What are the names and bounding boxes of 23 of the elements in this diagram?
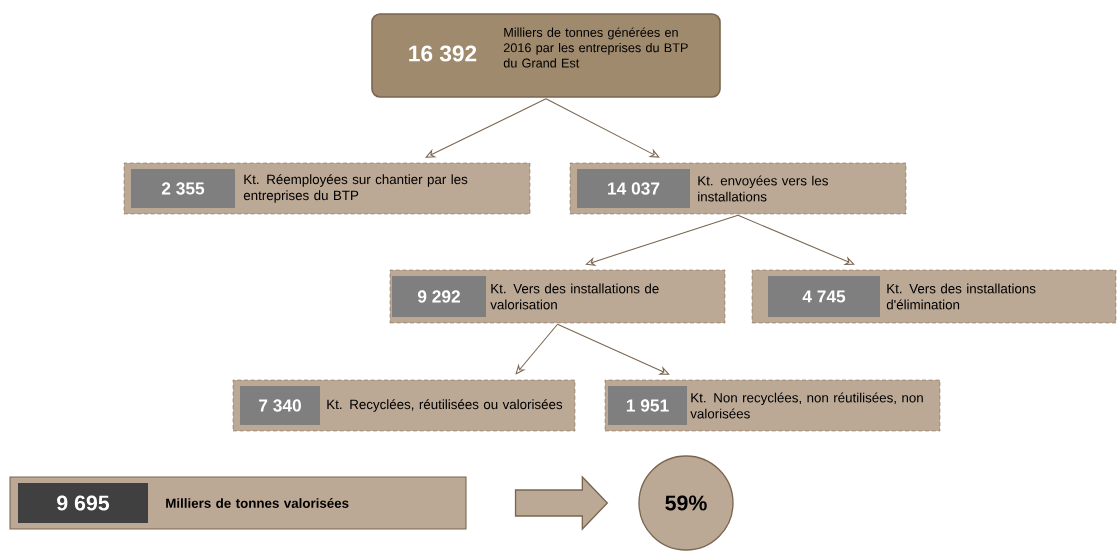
- arrow: [545, 98, 660, 158]
- arrow: [585, 214, 739, 266]
- number-box: 4 745: [768, 276, 880, 317]
- box-text: Kt. Vers des installations de valorisation: [490, 283, 659, 310]
- box-text: Milliers de tonnes valorisées: [166, 498, 349, 508]
- number-box: 2 355: [131, 169, 235, 208]
- box-text: Milliers de tonnes générées en 2016 par les entreprises du BTP du Grand Est: [503, 27, 688, 68]
- arrow: [515, 323, 559, 375]
- number-box: 9 695: [18, 483, 148, 523]
- number-label: 16 392: [409, 45, 477, 62]
- box-text: Kt. Recyclées, réutilisées ou valorisées: [327, 399, 563, 412]
- number-box: 14 037: [577, 169, 690, 208]
- box-text: Kt. Réemployées sur chantier par les entreprises du BTP: [243, 174, 468, 203]
- box-text: Kt. Non recyclées, non réutilisées, non valorisées: [690, 392, 923, 419]
- number-box: 9 292: [392, 276, 486, 317]
- box-text: Kt. envoyées vers les installations: [698, 175, 828, 202]
- number-box: 7 340: [240, 386, 320, 425]
- arrow: [737, 214, 855, 265]
- arrow: [556, 323, 670, 375]
- block-arrow: [514, 475, 609, 531]
- arrow: [425, 98, 547, 158]
- box-text: Kt. Vers des installations d'élimination: [886, 283, 1036, 310]
- number-box: 1 951: [608, 386, 687, 425]
